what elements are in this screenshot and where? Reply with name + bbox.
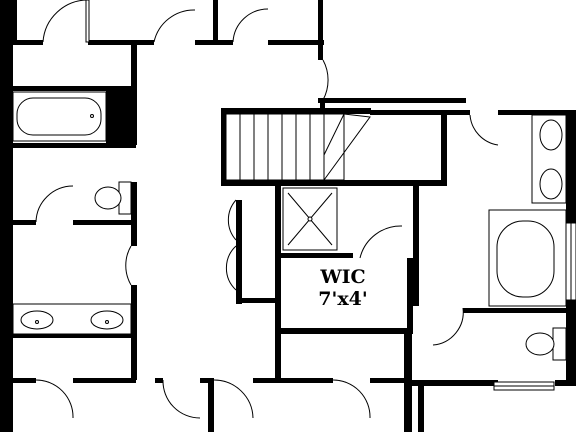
- door-swing-top-double-b: [232, 8, 269, 43]
- wall-bath-mid: [13, 143, 136, 148]
- wall-stair-left: [221, 108, 226, 186]
- doors: [35, 0, 499, 419]
- wall-master-bath-left: [413, 186, 419, 306]
- stair-run: [225, 113, 345, 181]
- wall-shower-bottom: [281, 253, 353, 258]
- sink-master-b: [539, 168, 563, 200]
- bathtub-master-basin: [496, 220, 555, 298]
- staircase: [225, 113, 371, 181]
- wic-name-label: WIC: [319, 266, 365, 288]
- fixtures: [12, 91, 576, 391]
- wall-stair-bottom: [221, 180, 447, 186]
- wall-vertical-top-b: [318, 0, 323, 60]
- wall-wic-bottom: [281, 328, 413, 334]
- wall-top-right-long: [318, 98, 466, 103]
- wall-closet-bottom-stub: [236, 298, 280, 303]
- door-swing-closet-a: [227, 199, 237, 241]
- door-swing-closet-b: [225, 245, 237, 291]
- wall-vertical-top-a: [213, 0, 218, 42]
- wall-stair-top-left: [221, 108, 371, 114]
- wall-bottom-left-b: [73, 378, 136, 383]
- door-swing-master-lower: [432, 307, 464, 346]
- wall-vanity-right: [131, 285, 137, 380]
- wall-stair-top-right: [370, 110, 470, 115]
- sink-master-a: [539, 119, 563, 151]
- shower-drain: [307, 216, 313, 222]
- door-swing-bottom-center: [162, 379, 201, 419]
- plumbing-chase: [106, 90, 136, 145]
- wall-lower-closet-right: [404, 332, 412, 382]
- wall-bottom-mid-b: [200, 378, 212, 383]
- wall-bottom-mid-d: [370, 378, 410, 383]
- door-swing-wic: [359, 225, 403, 259]
- door-swing-bottom-left: [35, 379, 74, 419]
- bathtub-left-drain: [90, 114, 94, 118]
- sink-left-a-drain: [35, 320, 39, 324]
- wall-wc-right: [131, 182, 137, 246]
- door-leaf-top-left: [85, 0, 90, 43]
- wall-wic-right: [407, 258, 413, 328]
- toilet-tank-master: [552, 327, 567, 361]
- door-swing-top-right: [322, 59, 329, 101]
- toilet-bowl-left: [94, 186, 122, 210]
- wall-top-corridor-left: [13, 40, 43, 45]
- sink-left-b-drain: [105, 320, 109, 324]
- wall-bottom-vert-b: [404, 378, 412, 432]
- bathtub-left-basin: [16, 97, 102, 136]
- wall-master-bath-lower: [463, 308, 576, 313]
- wall-vanity-bottom: [13, 333, 136, 338]
- wall-master-right: [566, 110, 576, 228]
- wall-bottom-left-a: [13, 378, 36, 383]
- wall-bottom-mid-c: [253, 378, 333, 383]
- wall-top-corridor-far: [268, 40, 324, 45]
- door-swing-master-upper: [469, 114, 499, 146]
- wall-bottom-far-right: [555, 380, 576, 386]
- door-swing-top-left: [42, 0, 88, 43]
- wall-top-corridor-mid: [88, 40, 154, 45]
- wall-bottom-right: [412, 380, 498, 386]
- wall-left-exterior: [0, 0, 13, 432]
- wall-closet-left-lower: [236, 200, 242, 304]
- door-swing-bottom-right: [332, 379, 371, 419]
- wall-master-bath-top: [441, 110, 463, 115]
- door-swing-corridor-left: [125, 245, 132, 286]
- wall-shower-left: [275, 180, 281, 380]
- door-swing-top-double-a: [153, 9, 196, 43]
- stair-winder: [323, 113, 371, 181]
- room-labels: WIC 7'x4': [318, 266, 367, 310]
- wall-master-bath-top-right: [498, 110, 576, 115]
- wall-top-left-room: [13, 0, 17, 42]
- wall-bottom-vert-a: [208, 378, 214, 432]
- wall-corridor-right-upper: [320, 100, 325, 114]
- wall-wc-bottom-right: [73, 220, 136, 225]
- wall-top-corridor-right: [195, 40, 233, 45]
- wic-size-label: 7'x4': [318, 288, 367, 310]
- wall-bath-top: [13, 86, 136, 91]
- wall-bottom-mid-a: [155, 378, 163, 383]
- door-swing-wc-left: [35, 185, 74, 223]
- wall-master-right-lower: [566, 300, 576, 386]
- door-swing-bottom-mid: [213, 379, 254, 419]
- wall-stair-right: [441, 110, 447, 186]
- wall-wc-bottom-left: [13, 220, 36, 225]
- wall-bottom-vert-c: [418, 386, 424, 432]
- stair-winder-b: [323, 113, 345, 156]
- toilet-bowl-master: [525, 332, 555, 356]
